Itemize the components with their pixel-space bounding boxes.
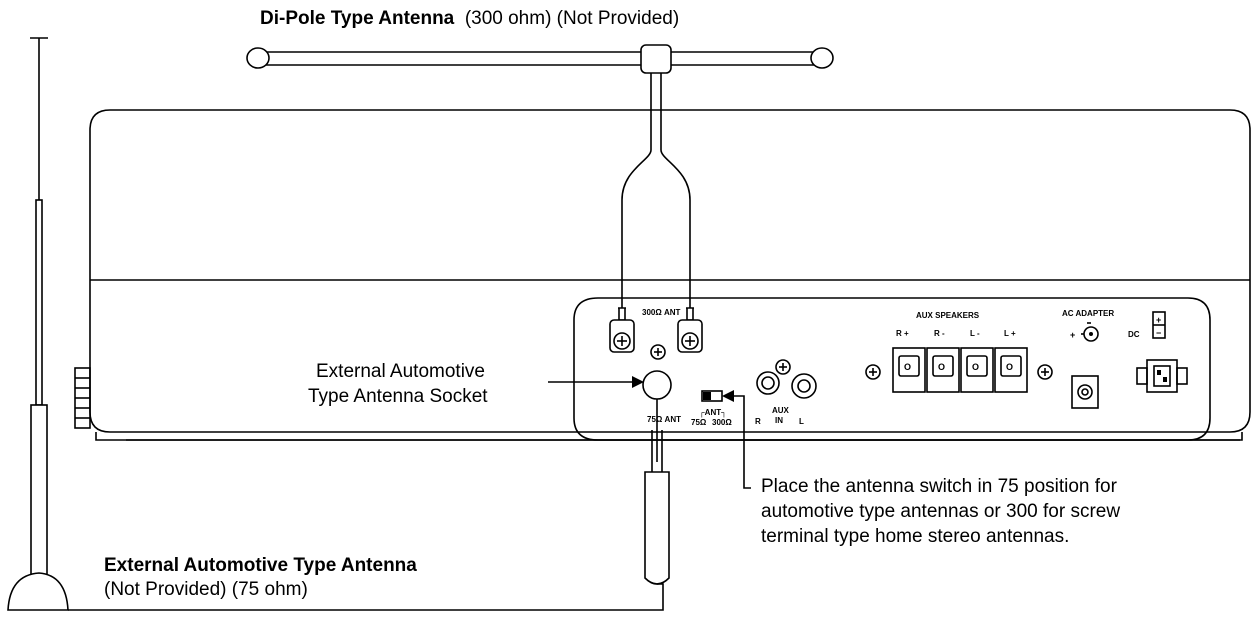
terminal-rm: O bbox=[938, 362, 945, 372]
auto-antenna-spec: (Not Provided) (75 ohm) bbox=[104, 579, 308, 600]
aux-speakers-label: AUX SPEAKERS bbox=[916, 311, 980, 320]
back-panel bbox=[573, 297, 1211, 441]
aux-r-label: R bbox=[755, 417, 761, 426]
aux-in-jacks[interactable] bbox=[756, 359, 817, 399]
antenna-switch[interactable] bbox=[701, 390, 723, 402]
spk-lp-label: L + bbox=[1004, 329, 1016, 338]
terminal-lm: O bbox=[972, 362, 979, 372]
radio-body bbox=[74, 109, 1251, 441]
dipole-label: Di-Pole Type Antenna (300 ohm) (Not Prov… bbox=[260, 7, 679, 30]
spk-rm-label: R - bbox=[934, 329, 945, 338]
ant-300-label: 300Ω ANT bbox=[642, 308, 681, 317]
polarity-icon bbox=[1081, 322, 1099, 342]
dc-connector[interactable] bbox=[1136, 359, 1188, 393]
auto-antenna-title: External Automotive Type Antenna bbox=[104, 555, 417, 576]
ant-switch-label: ┌ANT┐ bbox=[699, 408, 727, 418]
socket-label-line2: Type Antenna Socket bbox=[308, 386, 488, 407]
dc-minus: − bbox=[1156, 328, 1161, 338]
dc-plus: + bbox=[1156, 315, 1161, 325]
dipole-title: Di-Pole Type Antenna bbox=[260, 8, 455, 29]
aux-label: AUX bbox=[772, 406, 790, 415]
spk-lm-label: L - bbox=[970, 329, 980, 338]
ac-adapter-jack[interactable] bbox=[1071, 375, 1099, 409]
terminal-rp: O bbox=[904, 362, 911, 372]
telescopic-antenna bbox=[7, 37, 69, 611]
terminal-lp: O bbox=[1006, 362, 1013, 372]
switch-note-line1: Place the antenna switch in 75 position … bbox=[761, 476, 1117, 497]
switch-arrow bbox=[722, 390, 734, 402]
switch-note-line2: automotive type antennas or 300 for scre… bbox=[761, 501, 1121, 522]
panel-screw-1 bbox=[650, 344, 666, 360]
dipole-antenna bbox=[246, 44, 834, 321]
terminal-300-left bbox=[609, 319, 635, 353]
socket-arrow bbox=[632, 376, 644, 388]
socket-label-line1: External Automotive bbox=[316, 361, 485, 382]
aux-l-label: L bbox=[799, 417, 804, 426]
speaker-terminal-block[interactable] bbox=[892, 347, 1028, 393]
dc-label: DC bbox=[1128, 330, 1140, 339]
ant-75-label: 75Ω ANT bbox=[647, 415, 681, 424]
aux-in-label: IN bbox=[775, 416, 783, 425]
speaker-screw-left bbox=[865, 364, 881, 380]
switch-note-line3: terminal type home stereo antennas. bbox=[761, 526, 1070, 547]
speaker-screw-right bbox=[1037, 364, 1053, 380]
switch-300-label: 300Ω bbox=[712, 418, 732, 427]
switch-75-label: 75Ω bbox=[691, 418, 707, 427]
terminal-300-right bbox=[677, 319, 703, 353]
ac-adapter-label: AC ADAPTER bbox=[1062, 309, 1114, 318]
dipole-spec: (300 ohm) (Not Provided) bbox=[464, 8, 680, 29]
spk-rp-label: R + bbox=[896, 329, 909, 338]
polarity-plus: + bbox=[1070, 330, 1075, 340]
antenna-socket-75[interactable] bbox=[642, 370, 672, 400]
dc-polarity-box bbox=[1152, 311, 1166, 339]
automotive-plug bbox=[68, 399, 670, 611]
